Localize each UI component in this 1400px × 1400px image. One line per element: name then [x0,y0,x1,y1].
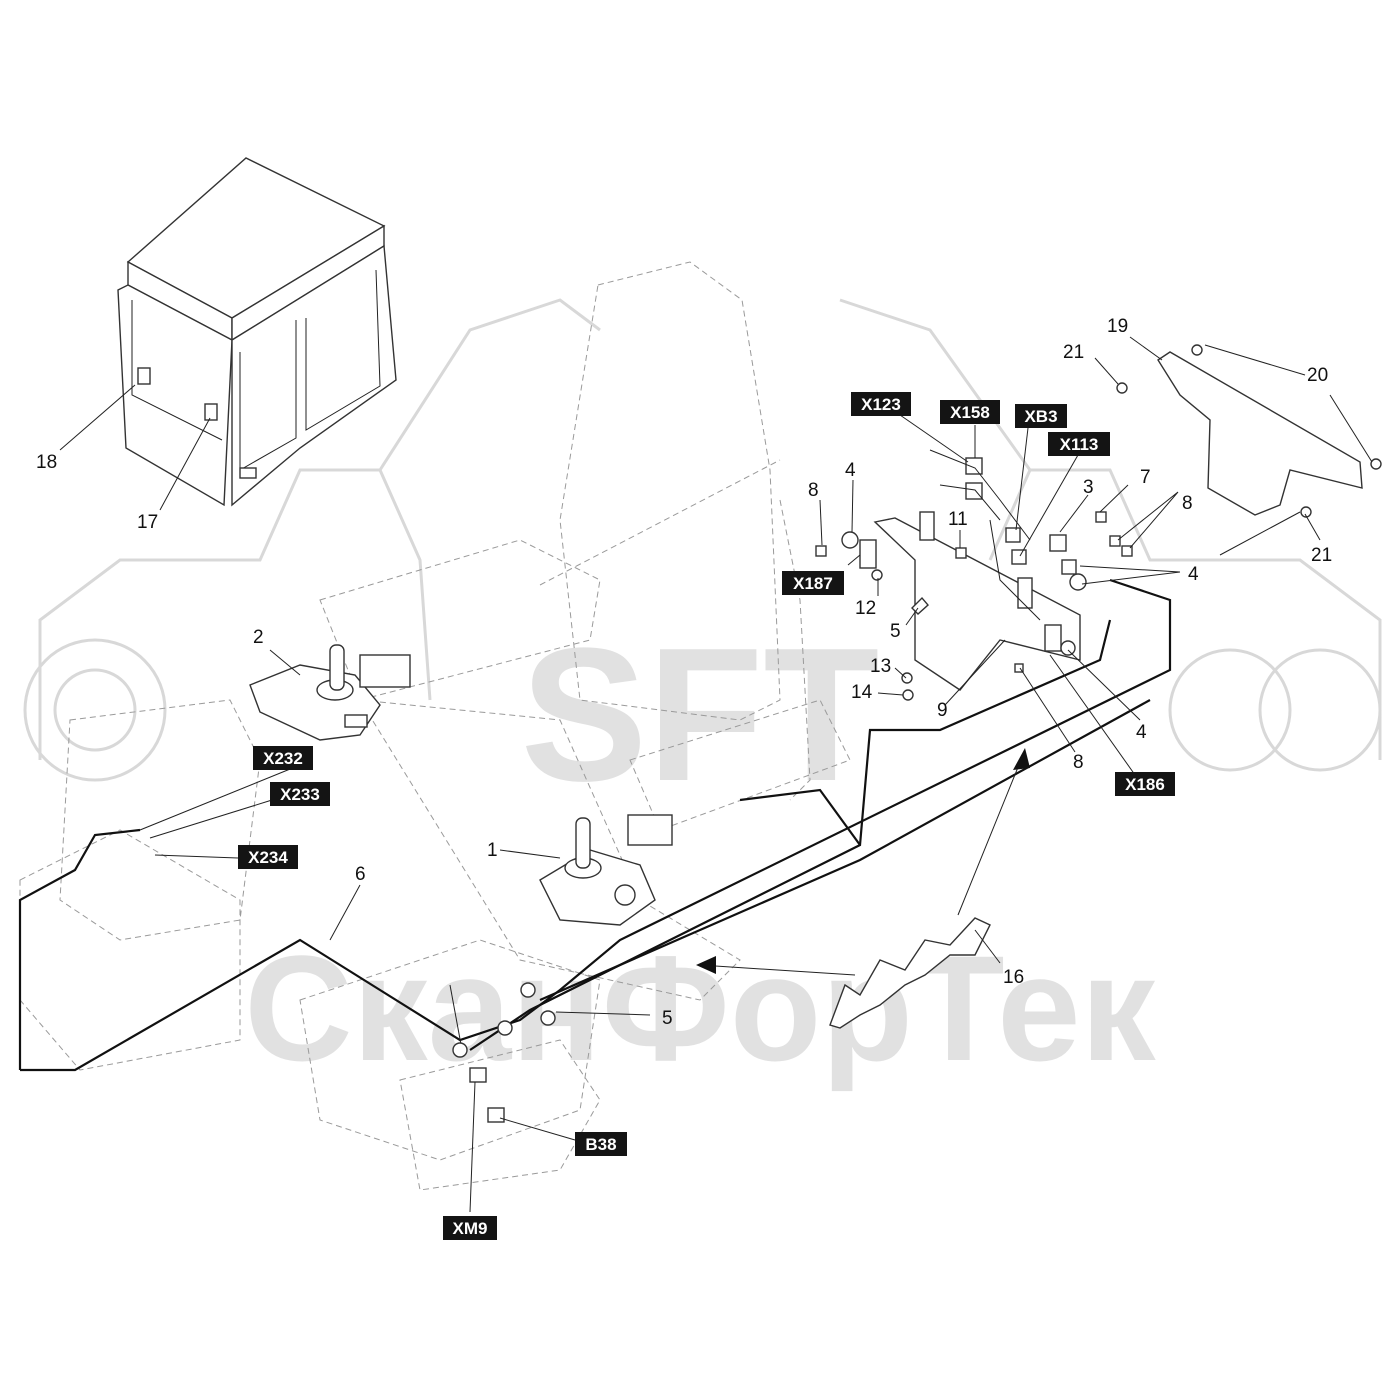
callout-5: 5 [890,621,901,642]
connector-tag-xb3: XB3 [1015,404,1067,428]
callout-8: 8 [808,480,819,501]
watermark: SFT СканФорТек [23,298,1382,1092]
callout-19: 19 [1107,316,1128,337]
svg-text:X234: X234 [248,848,288,867]
callout-18: 18 [36,452,57,473]
callout-21: 21 [1063,342,1084,363]
cab-illustration [117,157,397,507]
connector-tag-x158: X158 [940,400,1000,424]
watermark-tractor-left-icon [23,298,601,782]
callout-16: 16 [1003,967,1024,988]
connector-tag-xm9: XM9 [443,1216,497,1240]
callout-14: 14 [851,682,873,703]
svg-text:X123: X123 [861,395,901,414]
callout-4: 4 [1188,564,1199,585]
part-callouts: 1 2 3 4 4 4 5 5 6 7 8 8 8 9 11 12 13 14 … [36,316,1332,1029]
callout-1: 1 [487,840,498,861]
callout-21: 21 [1311,545,1332,566]
svg-text:X233: X233 [280,785,320,804]
svg-text:X186: X186 [1125,775,1165,794]
svg-text:X113: X113 [1060,435,1099,454]
connector-tag-x232: X232 [253,746,313,770]
svg-text:XM9: XM9 [453,1219,488,1238]
watermark-brand: СканФорТек [244,924,1156,1092]
connector-tag-x123: X123 [851,392,911,416]
callout-2: 2 [253,627,264,648]
right-joystick-illustration [539,814,673,926]
svg-text:XB3: XB3 [1024,407,1057,426]
svg-text:X187: X187 [793,574,833,593]
relay-bracket-illustration [815,457,1133,701]
cable-clips [452,596,929,1123]
connector-tag-x186: X186 [1115,772,1175,796]
connector-tag-x233: X233 [270,782,330,806]
svg-text:X232: X232 [263,749,303,768]
callout-6: 6 [355,864,366,885]
arrow-head-icon [696,956,716,974]
callout-5: 5 [662,1008,673,1029]
left-joystick-illustration [249,644,411,741]
watermark-logo: SFT [521,609,880,821]
callout-13: 13 [870,656,891,677]
svg-text:X158: X158 [950,403,990,422]
arrow-head-icon [1013,748,1030,770]
spiral-cable-wrap-illustration [829,917,991,1029]
callout-8: 8 [1182,493,1193,514]
callout-8: 8 [1073,752,1084,773]
callout-20: 20 [1307,365,1328,386]
svg-text:B38: B38 [585,1135,616,1154]
connector-tag-x187: X187 [782,571,844,595]
leader-lines [59,336,1373,1213]
callout-4: 4 [1136,722,1147,743]
callout-12: 12 [855,598,876,619]
connector-tags: X123 X158 XB3 X113 X187 X186 X232 X233 [238,392,1175,1240]
callout-9: 9 [937,700,948,721]
connector-tag-x234: X234 [238,845,298,869]
cover-plate-illustration [1116,344,1382,518]
callout-11: 11 [948,509,968,530]
wire-harness [18,449,1172,1072]
callout-17: 17 [137,512,158,533]
connector-tag-x113: X113 [1048,432,1110,456]
callout-3: 3 [1083,477,1094,498]
callout-4: 4 [845,460,856,481]
callout-7: 7 [1140,467,1151,488]
connector-tag-b38: B38 [575,1132,627,1156]
